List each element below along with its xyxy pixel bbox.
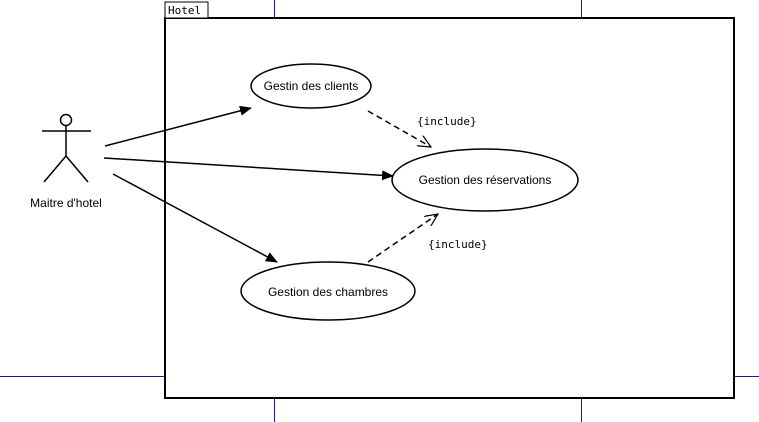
association-chambres [112,173,278,263]
system-boundary: Hotel [164,1,735,399]
use-case-clients-label: Gestin des clients [264,79,359,93]
use-case-reservations[interactable]: Gestion des réservations [391,148,579,212]
system-label-tab [164,1,209,19]
include-label-bottom: {include} [428,238,488,251]
include-dependencies [367,110,438,263]
association-clients [104,105,252,147]
actor[interactable]: Maitre d'hotel [30,113,102,211]
system-boundary-box [164,17,735,399]
stick-figure-icon [42,113,91,183]
include-arrow-top [367,110,431,147]
association-reservations [103,157,394,181]
include-arrow-bottom [367,214,438,263]
use-case-chambres-label: Gestion des chambres [268,285,388,299]
actor-label: Maitre d'hotel [30,196,102,210]
associations [103,105,394,263]
include-label-top: {include} [417,115,477,128]
use-case-reservations-label: Gestion des réservations [419,173,552,187]
use-case-clients[interactable]: Gestin des clients [250,63,372,109]
system-label: Hotel [168,4,201,17]
use-case-chambres[interactable]: Gestion des chambres [240,261,416,321]
